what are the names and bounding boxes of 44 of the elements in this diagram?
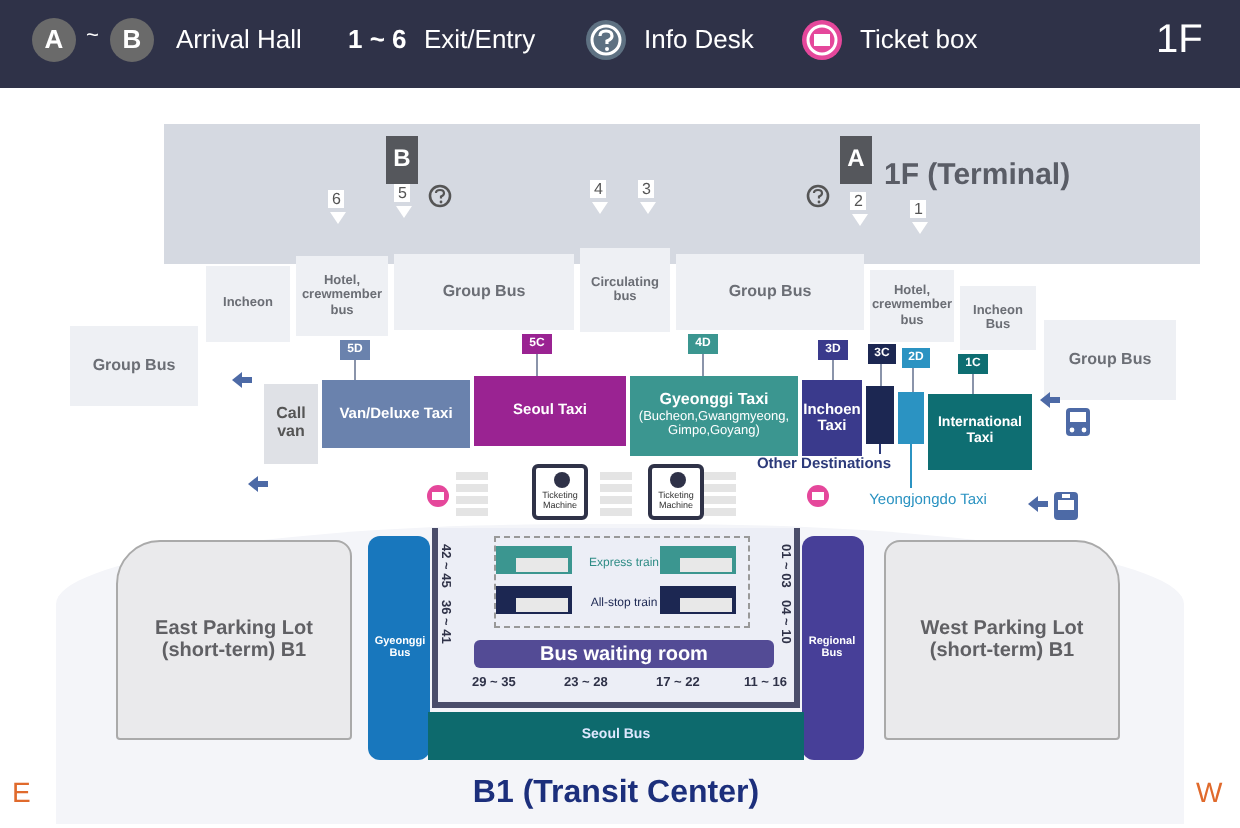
exit-number: 5 xyxy=(394,184,411,202)
exit-number: 3 xyxy=(638,180,655,198)
bus-stop-zone: Group Bus xyxy=(1044,320,1176,400)
parking-lot: East Parking Lot (short-term) B1 xyxy=(116,540,352,740)
ticketing-machine xyxy=(648,464,704,520)
legend-text: Info Desk xyxy=(644,24,754,54)
leader-line xyxy=(536,353,538,377)
exit-number: 1 xyxy=(910,200,927,218)
stand-title: Gyeonggi Taxi xyxy=(659,392,769,411)
direction-letter: E xyxy=(12,776,31,808)
taxi-stand xyxy=(866,386,894,444)
taxi-stand xyxy=(630,376,798,456)
floor-label: 1F xyxy=(1156,18,1203,64)
legend-text: Arrival Hall xyxy=(176,24,302,54)
parking-lot: West Parking Lot (short-term) B1 xyxy=(884,540,1120,740)
hall-sign: B xyxy=(386,136,418,184)
waiting-room: Bus waiting room xyxy=(474,640,774,668)
leader-line xyxy=(880,363,882,387)
exit-range: 1 ~ 6 xyxy=(348,24,407,54)
transit-center-area xyxy=(56,524,1184,824)
tilde-text: ~ xyxy=(86,24,99,48)
direction-letter: W xyxy=(1196,776,1223,808)
leader-line xyxy=(702,353,704,377)
terminal-area xyxy=(164,124,1200,264)
leader-line xyxy=(879,443,881,455)
exit-number: 4 xyxy=(590,180,607,198)
area-heading: 1F (Terminal) xyxy=(884,160,1071,193)
area-heading: B1 (Transit Center) xyxy=(470,776,762,812)
legend-text: Exit/Entry xyxy=(424,24,536,54)
leader-line xyxy=(354,359,356,381)
legend-text: Ticket box xyxy=(860,24,978,54)
exit-number: 2 xyxy=(850,192,867,210)
bus-stop-zone: Group Bus xyxy=(70,326,198,406)
leader-line xyxy=(910,443,912,489)
leader-line xyxy=(912,367,914,393)
call-van-zone: Call van xyxy=(264,384,318,464)
bus-stop-zone: Group Bus xyxy=(676,254,864,330)
ticketing-machine xyxy=(532,464,588,520)
leader-line xyxy=(832,359,834,381)
taxi-stand xyxy=(898,392,924,444)
hall-sign: A xyxy=(840,136,872,184)
exit-number: 6 xyxy=(328,190,345,208)
leader-line xyxy=(972,373,974,395)
bus-stop-zone: Group Bus xyxy=(394,254,574,330)
